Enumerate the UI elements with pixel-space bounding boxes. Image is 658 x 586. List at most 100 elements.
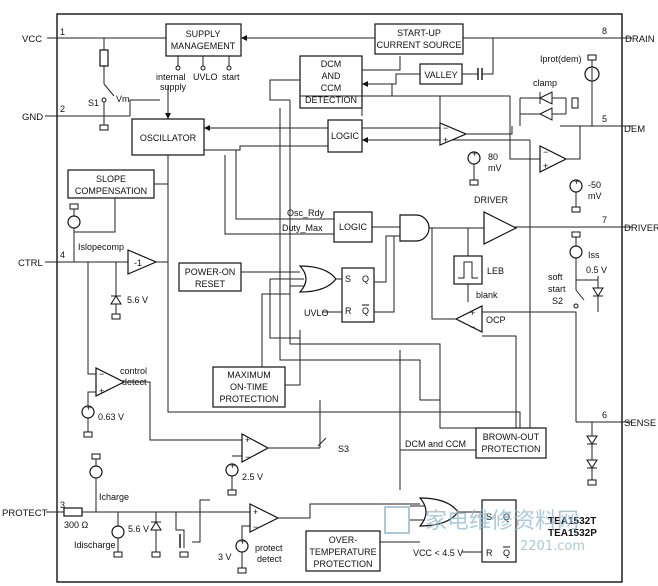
ocp-label: OCP: [486, 315, 506, 325]
v80-unit: mV: [488, 163, 502, 173]
part-number-1: TEA1532T: [548, 516, 596, 527]
svg-text:+: +: [253, 507, 258, 517]
vminus50-value: -50: [588, 180, 601, 190]
clamp-label: clamp: [533, 78, 557, 88]
pin-vcc-label: VCC: [22, 34, 42, 45]
dcm-ccm-detection-block: DCM AND CCM DETECTION: [299, 55, 363, 109]
ff1-r: R: [345, 306, 352, 316]
driver-label: DRIVER: [474, 195, 509, 205]
pin-protect: PROTECT 3 300 Ω: [2, 500, 250, 530]
switch-s1: S1 Vm: [88, 38, 130, 131]
supply-management-block: SUPPLY MANAGEMENT internal supply UVLO s…: [156, 23, 242, 92]
ff1-q: Q: [362, 274, 369, 284]
pin-gnd: GND 2: [22, 104, 130, 123]
pin-dem: 5 DEM: [560, 114, 645, 135]
vcc45-label: VCC < 4.5 V: [413, 548, 463, 558]
valley-label: VALLEY: [424, 70, 457, 80]
maxon-line2: ON-TIME: [230, 382, 268, 392]
osc-rdy-label: Osc_Rdy: [287, 208, 325, 218]
pin-sense-label: SENSE: [624, 418, 656, 429]
soft-start-block: Iss soft start S2 0.5 V: [548, 231, 607, 312]
slope-compensation-block: SLOPE COMPENSATION Islopecomp: [67, 155, 169, 262]
vminus50-unit: mV: [588, 191, 602, 201]
iprot-label: Iprot(dem): [540, 54, 582, 64]
svg-text:+: +: [543, 161, 548, 171]
v3-label: 3 V: [218, 552, 232, 562]
s2-label: S2: [552, 296, 563, 306]
brown-out-block: BROWN-OUT PROTECTION DCM and CCM: [400, 140, 547, 459]
dcm-line3: CCM: [321, 83, 342, 93]
supply-out-start: start: [222, 72, 240, 82]
max-on-time-block: MAXIMUM ON-TIME PROTECTION: [212, 278, 301, 408]
part-number-2: TEA1532P: [548, 528, 597, 539]
v25-label: 2.5 V: [242, 472, 263, 482]
svg-text:+: +: [86, 403, 91, 413]
ff2-qbar: Q: [503, 548, 510, 558]
s3-label: S3: [338, 444, 349, 454]
svg-text:+: +: [240, 537, 245, 547]
por-line2: RESET: [195, 279, 226, 289]
svg-text:−: −: [543, 147, 548, 157]
soft-label: soft: [548, 272, 563, 282]
over-temp-block: OVER- TEMPERATURE PROTECTION: [305, 530, 420, 572]
oscillator-block: OSCILLATOR: [131, 85, 205, 156]
pin-gnd-label: GND: [22, 112, 43, 123]
svg-text:+: +: [472, 149, 477, 159]
uvlo-label: UVLO: [304, 308, 329, 318]
or-gate-bottom: [410, 497, 482, 527]
maxon-line3: PROTECTION: [219, 394, 278, 404]
svg-text:+: +: [443, 135, 448, 145]
svg-text:+: +: [574, 177, 579, 187]
supply-out-internal: internal: [156, 72, 186, 82]
ff1-s: S: [345, 274, 351, 284]
watermark-url: 2201.com: [520, 539, 585, 554]
sense-diodes: [586, 422, 598, 486]
por-line1: POWER-ON: [185, 267, 236, 277]
startup-line2: CURRENT SOURCE: [377, 40, 462, 50]
control-label: control: [120, 366, 147, 376]
charge-sources: Icharge Idischarge 5.6 V: [74, 453, 210, 558]
v063-label: 0.63 V: [98, 412, 124, 422]
chip-border: [56, 13, 623, 583]
ot-line1: OVER-: [329, 535, 358, 545]
watermark: 家电维修资料网 2201.com: [384, 506, 585, 554]
protect-detect-comparator: + − + 3 V protect detect: [218, 503, 420, 574]
clamp-block: clamp Iprot(dem): [519, 54, 600, 126]
pin-gnd-num: 2: [60, 104, 65, 114]
supply-out-uvlo: UVLO: [193, 72, 218, 82]
and-gate: [370, 214, 454, 283]
v56a-label: 5.6 V: [127, 295, 148, 305]
inverter-label: -1: [134, 258, 142, 268]
svg-text:+: +: [470, 308, 475, 318]
leb-label: LEB: [487, 266, 504, 276]
v80-value: 80: [488, 152, 498, 162]
supply-out-supply: supply: [160, 82, 187, 92]
svg-text:−: −: [245, 452, 250, 462]
pin-ctrl: CTRL 4: [18, 250, 128, 269]
pin-drain: 8 DRAIN: [463, 26, 655, 45]
svg-text:−: −: [443, 123, 448, 133]
driver-buffer: DRIVER: [454, 195, 518, 245]
pin-ctrl-num: 4: [60, 250, 65, 260]
dem-comparator-minus50mv: − + + -50 mV: [509, 126, 602, 213]
svg-text:−: −: [470, 322, 475, 332]
pin-drain-label: DRAIN: [625, 34, 655, 45]
switch-s1-label: S1: [88, 98, 99, 108]
svg-text:−: −: [253, 522, 258, 532]
pin-driver-label: DRIVER: [624, 223, 658, 234]
ff2-r: R: [486, 548, 493, 558]
dcm-line4: DETECTION: [305, 95, 357, 105]
watermark-text: 家电维修资料网: [425, 509, 579, 534]
vm-label: Vm: [116, 94, 130, 104]
resistor-300-label: 300 Ω: [64, 520, 89, 530]
comparator-25v: + − + 2.5 V S3: [149, 420, 349, 496]
pin-driver: 7 DRIVER: [515, 215, 658, 234]
iss-label: Iss: [588, 250, 600, 260]
startup-current-source-block: START-UP CURRENT SOURCE: [241, 23, 464, 55]
ff2-s: S: [486, 512, 492, 522]
supply-management-line1: SUPPLY: [186, 29, 221, 39]
islopecomp-label: Islopecomp: [78, 242, 124, 252]
idischarge-label: Idischarge: [74, 540, 116, 550]
pin-driver-num: 7: [602, 215, 607, 225]
